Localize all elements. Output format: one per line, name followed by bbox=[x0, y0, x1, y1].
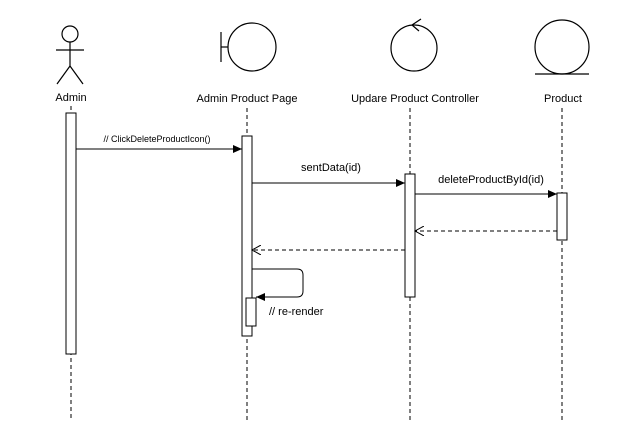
message-arrow-rerender bbox=[252, 268, 304, 301]
activation-admin bbox=[65, 112, 77, 355]
message-label-sent: sentData(id) bbox=[301, 162, 361, 174]
message-label-click: // ClickDeleteProductIcon() bbox=[103, 134, 210, 144]
boundary-icon bbox=[220, 22, 277, 72]
message-label-delete: deleteProductById(id) bbox=[438, 174, 544, 186]
message-label-rerender: // re-render bbox=[269, 306, 324, 318]
participant-label-controller: Updare Product Controller bbox=[351, 93, 479, 105]
participant-label-product: Product bbox=[544, 93, 582, 105]
activation-page-nested bbox=[245, 297, 257, 327]
participant-label-page: Admin Product Page bbox=[197, 93, 298, 105]
entity-icon bbox=[534, 19, 590, 75]
participant-label-admin: Admin bbox=[55, 92, 86, 104]
actor-icon bbox=[56, 25, 84, 85]
control-icon bbox=[390, 18, 438, 72]
activation-product bbox=[556, 192, 568, 241]
activation-controller bbox=[404, 173, 416, 298]
activation-page bbox=[241, 135, 253, 337]
